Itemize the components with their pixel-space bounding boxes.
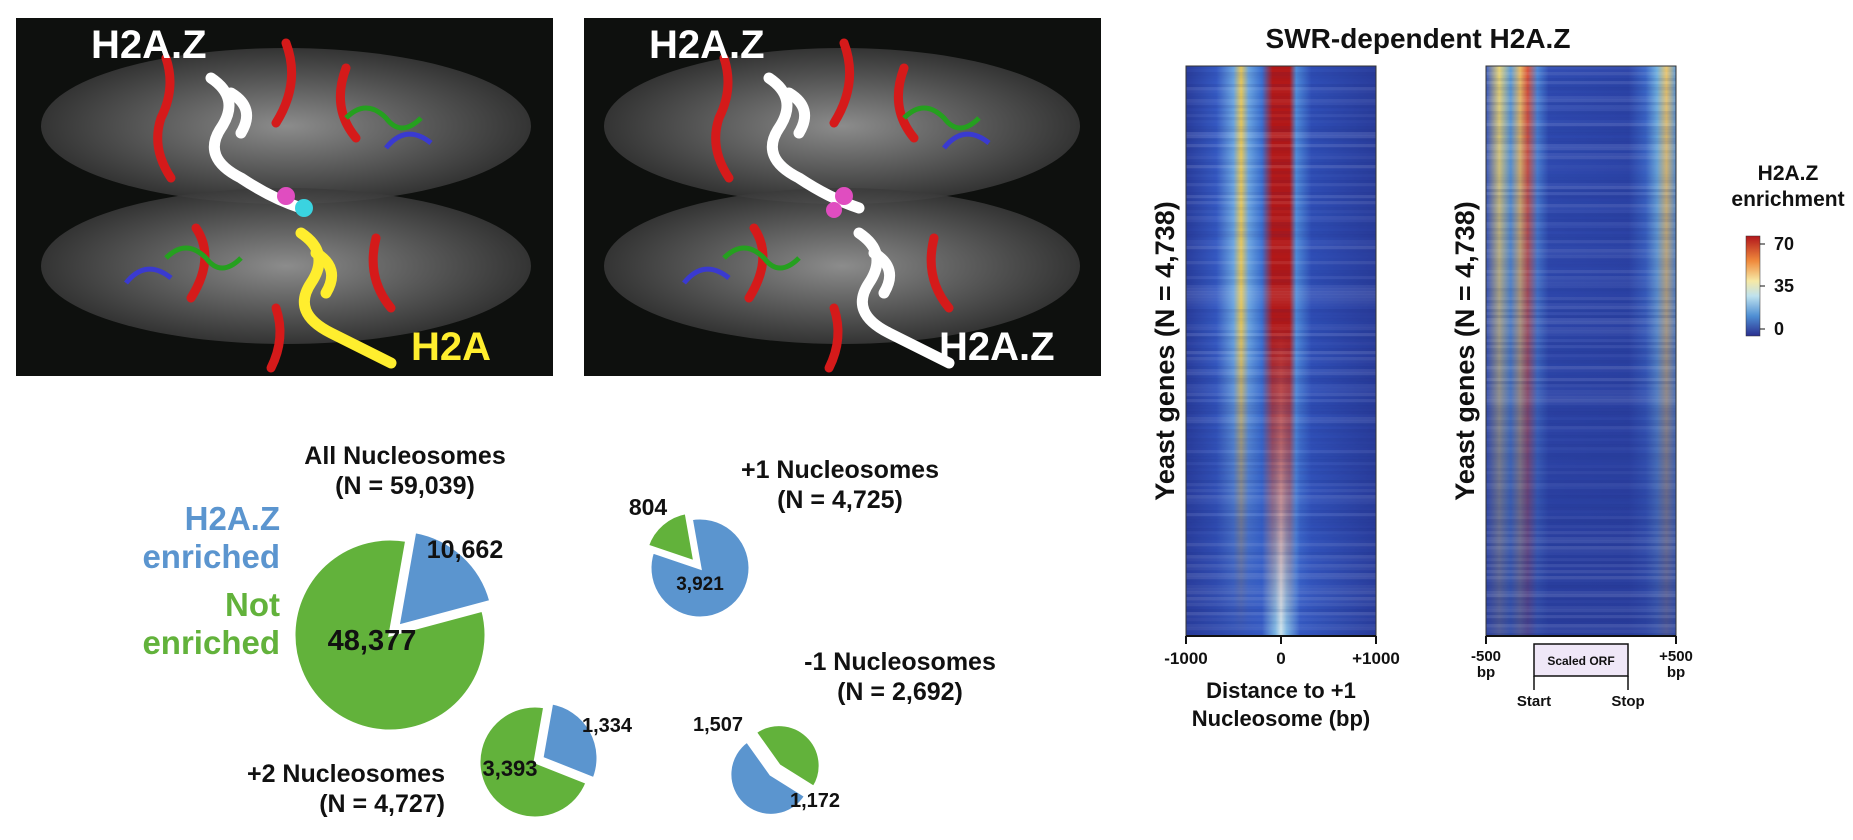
pie-minus1-slice-enriched bbox=[728, 738, 808, 817]
pie-charts-area: H2A.Z enriched Not enriched All Nucleoso… bbox=[142, 442, 996, 820]
label-h2a-bottom: H2A bbox=[411, 325, 491, 369]
pie-plus1-nucleosomes: 3,921 804 bbox=[629, 494, 752, 620]
pie-subtitle-minus1: (N = 2,692) bbox=[837, 678, 963, 706]
colorbar-tick-0: 0 bbox=[1774, 319, 1784, 339]
label-h2az-top: H2A.Z bbox=[91, 23, 207, 67]
pie-title-plus2: +2 Nucleosomes bbox=[247, 760, 445, 788]
heatmap-scaled-orf bbox=[1485, 65, 1677, 637]
scaled-orf-label: Scaled ORF bbox=[1547, 654, 1614, 668]
scaled-orf-box bbox=[1533, 643, 1629, 677]
heatmap-plus1-aligned bbox=[1185, 65, 1377, 637]
pie-plus1-value-label-not-enriched: 804 bbox=[629, 494, 668, 520]
legend-enriched-line2: enriched bbox=[142, 538, 280, 575]
heatmap2-xtick-left-2: bp bbox=[1477, 664, 1495, 681]
pie-all-slice-not-enriched bbox=[292, 537, 488, 733]
nucleosome-structure-homotypic: H2A.Z H2A.Z bbox=[604, 23, 1080, 373]
pie-plus2-nucleosomes: 1,334 3,393 bbox=[477, 701, 633, 820]
heatmap2-xtick-left-1: -500 bbox=[1471, 648, 1501, 665]
legend-enriched-line1: H2A.Z bbox=[185, 500, 280, 537]
pie-minus1-nucleosomes: 1,507 1,172 bbox=[693, 714, 840, 817]
nucleosome-structure-heterotypic: H2A.Z H2A bbox=[41, 23, 531, 373]
structure-panel-h2az-h2a: H2A.Z H2A bbox=[16, 18, 553, 376]
pie-all-value-label-enriched: 10,662 bbox=[427, 536, 503, 564]
pie-title-minus1: -1 Nucleosomes bbox=[804, 648, 996, 676]
label-h2az-bottom-right: H2A.Z bbox=[939, 325, 1055, 369]
heatmap1-ylabel: Yeast genes (N = 4,738) bbox=[1150, 201, 1180, 500]
heatmap1-xtick-left: -1000 bbox=[1164, 649, 1207, 668]
orf-stop-label: Stop bbox=[1611, 693, 1644, 710]
pie-title-all: All Nucleosomes bbox=[304, 442, 505, 470]
heatmap2-ylabel: Yeast genes (N = 4,738) bbox=[1450, 201, 1480, 500]
pie-plus2-slice-enriched bbox=[540, 701, 600, 781]
legend-not-enriched-line2: enriched bbox=[142, 624, 280, 661]
heatmap1-xtick-right: +1000 bbox=[1352, 649, 1400, 668]
pie-plus2-slice-not-enriched bbox=[477, 704, 590, 820]
pie-all-nucleosomes: 10,662 48,377 bbox=[292, 529, 503, 733]
pie-plus2-value-label-not-enriched: 3,393 bbox=[482, 756, 537, 781]
pie-plus1-slice-enriched bbox=[648, 516, 752, 620]
pie-minus1-value-label-not-enriched: 1,172 bbox=[790, 790, 840, 812]
heatmap1-xlabel-line2: Nucleosome (bp) bbox=[1192, 706, 1370, 731]
pie-all-slice-enriched bbox=[396, 529, 493, 629]
pie-subtitle-all: (N = 59,039) bbox=[335, 472, 475, 500]
pie-plus1-value-label-enriched: 3,921 bbox=[676, 574, 724, 595]
heatmap-title: SWR-dependent H2A.Z bbox=[1266, 23, 1571, 54]
legend-not-enriched-line1: Not bbox=[225, 586, 280, 623]
pie-subtitle-plus2: (N = 4,727) bbox=[319, 790, 445, 818]
colorbar-tick-35: 35 bbox=[1774, 276, 1794, 296]
pie-plus2-value-label-enriched: 1,334 bbox=[582, 715, 633, 737]
pie-title-plus1: +1 Nucleosomes bbox=[741, 456, 939, 484]
colorbar: H2A.Z enrichment 70 35 0 bbox=[1731, 162, 1844, 339]
heatmap1-xtick-zero: 0 bbox=[1276, 649, 1285, 668]
pie-minus1-slice-not-enriched bbox=[753, 723, 822, 790]
structure-panel-h2az-h2az: H2A.Z H2A.Z bbox=[584, 18, 1101, 376]
heatmap1-xlabel-line1: Distance to +1 bbox=[1206, 678, 1356, 703]
colorbar-title-line1: H2A.Z bbox=[1758, 162, 1819, 185]
orf-start-label: Start bbox=[1517, 693, 1551, 710]
pie-subtitle-plus1: (N = 4,725) bbox=[777, 486, 903, 514]
heatmap2-xtick-right-1: +500 bbox=[1659, 648, 1693, 665]
colorbar-title-line2: enrichment bbox=[1731, 188, 1844, 211]
heatmap2-xaxis: -500 bp +500 bp Scaled ORF Start Stop bbox=[1471, 635, 1693, 710]
heatmap1-xaxis: -1000 0 +1000 Distance to +1 Nucleosome … bbox=[1164, 635, 1400, 731]
pie-all-value-label-not-enriched: 48,377 bbox=[328, 625, 417, 657]
pie-plus1-slice-not-enriched bbox=[645, 510, 697, 565]
heatmap2-xtick-right-2: bp bbox=[1667, 664, 1685, 681]
label-h2az-top-right: H2A.Z bbox=[649, 23, 765, 67]
colorbar-tick-70: 70 bbox=[1774, 234, 1794, 254]
heatmap-area: SWR-dependent H2A.Z Yeast genes (N = 4,7… bbox=[1150, 23, 1845, 731]
pie-minus1-value-label-enriched: 1,507 bbox=[693, 714, 743, 736]
